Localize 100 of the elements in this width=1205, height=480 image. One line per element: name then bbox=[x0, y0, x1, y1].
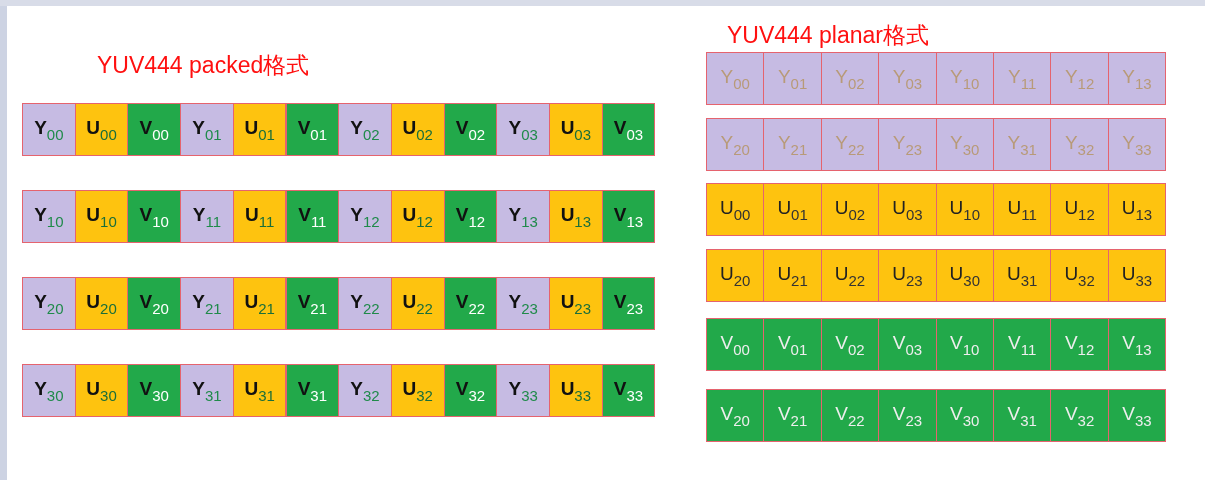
pixel-cell bbox=[338, 103, 392, 156]
pixel-cell bbox=[338, 190, 392, 243]
component-label: U$_{10}$ bbox=[86, 203, 117, 230]
pixel-cell bbox=[74, 103, 129, 156]
component-label: V$_{12}$ bbox=[455, 203, 486, 230]
pixel-cell bbox=[285, 103, 340, 156]
pixel-cell bbox=[549, 103, 603, 156]
pixel-cell bbox=[706, 318, 765, 371]
component-label: U$_{01}$ bbox=[244, 116, 275, 143]
pixel-cell bbox=[601, 364, 656, 417]
pixel-cell bbox=[935, 389, 994, 442]
component-label: U$_{20}$ bbox=[720, 262, 751, 289]
pixel-cell bbox=[22, 103, 76, 156]
component-label: U$_{32}$ bbox=[1064, 262, 1095, 289]
component-label: U$_{03}$ bbox=[560, 116, 592, 143]
component-label: U$_{21}$ bbox=[244, 290, 275, 317]
pixel-cell bbox=[763, 389, 822, 442]
component-label: U$_{30}$ bbox=[86, 377, 117, 404]
component-label: Y$_{30}$ bbox=[34, 377, 64, 404]
component-label: Y$_{00}$ bbox=[34, 116, 64, 143]
pixel-cell bbox=[820, 183, 880, 236]
component-label: Y$_{22}$ bbox=[835, 131, 865, 158]
component-label: V$_{13}$ bbox=[1122, 331, 1152, 358]
component-label: Y$_{12}$ bbox=[1064, 65, 1095, 92]
component-label: V$_{21}$ bbox=[777, 402, 808, 429]
format-heading: YUV444 packed格式 bbox=[97, 51, 310, 80]
pixel-cell bbox=[549, 364, 603, 417]
pixel-cell bbox=[820, 52, 880, 105]
pixel-cell bbox=[127, 103, 182, 156]
pixel-cell bbox=[763, 183, 822, 236]
pixel-cell bbox=[993, 318, 1052, 371]
component-label: V$_{30}$ bbox=[950, 402, 980, 429]
pixel-cell bbox=[935, 183, 994, 236]
component-label: U$_{22}$ bbox=[834, 262, 866, 289]
component-label: Y$_{11}$ bbox=[192, 203, 222, 230]
pixel-cell bbox=[496, 190, 550, 243]
component-label: U$_{33}$ bbox=[1121, 262, 1153, 289]
pixel-cell bbox=[549, 277, 603, 330]
component-label: Y$_{13}$ bbox=[508, 203, 538, 230]
component-label: V$_{10}$ bbox=[950, 331, 980, 358]
pixel-cell bbox=[1107, 389, 1167, 442]
component-label: Y$_{13}$ bbox=[1122, 65, 1152, 92]
pixel-cell bbox=[763, 249, 822, 302]
component-label: V$_{22}$ bbox=[835, 402, 865, 429]
pixel-cell bbox=[706, 389, 765, 442]
pixel-cell bbox=[285, 364, 340, 417]
pixel-cell bbox=[496, 277, 550, 330]
component-label: U$_{13}$ bbox=[1121, 196, 1153, 223]
pixel-cell bbox=[1050, 389, 1109, 442]
component-label: Y$_{30}$ bbox=[950, 131, 980, 158]
component-label: Y$_{23}$ bbox=[508, 290, 538, 317]
component-label: U$_{20}$ bbox=[86, 290, 117, 317]
component-label: U$_{33}$ bbox=[560, 377, 592, 404]
component-label: U$_{13}$ bbox=[560, 203, 592, 230]
component-label: Y$_{21}$ bbox=[192, 290, 222, 317]
component-label: V$_{20}$ bbox=[139, 290, 169, 317]
pixel-cell bbox=[180, 103, 234, 156]
component-label: Y$_{32}$ bbox=[350, 377, 380, 404]
component-label: V$_{33}$ bbox=[1122, 402, 1152, 429]
component-label: V$_{32}$ bbox=[455, 377, 486, 404]
pixel-cell bbox=[1050, 118, 1109, 171]
pixel-cell bbox=[285, 277, 340, 330]
pixel-cell bbox=[390, 103, 445, 156]
pixel-cell bbox=[878, 52, 937, 105]
component-label: Y$_{00}$ bbox=[720, 65, 750, 92]
component-label: Y$_{01}$ bbox=[777, 65, 808, 92]
component-label: U$_{31}$ bbox=[244, 377, 275, 404]
pixel-cell bbox=[706, 118, 765, 171]
pixel-cell bbox=[993, 389, 1052, 442]
pixel-cell bbox=[127, 277, 182, 330]
pixel-cell bbox=[1107, 118, 1167, 171]
component-label: U$_{12}$ bbox=[402, 203, 433, 230]
component-label: U$_{10}$ bbox=[949, 196, 980, 223]
pixel-cell bbox=[763, 52, 822, 105]
pixel-cell bbox=[878, 118, 937, 171]
pixel-cell bbox=[549, 190, 603, 243]
component-label: U$_{31}$ bbox=[1007, 262, 1038, 289]
component-label: V$_{31}$ bbox=[297, 377, 328, 404]
pixel-cell bbox=[127, 364, 182, 417]
component-label: V$_{23}$ bbox=[613, 290, 644, 317]
component-label: Y$_{12}$ bbox=[350, 203, 380, 230]
pixel-cell bbox=[601, 277, 656, 330]
pixel-cell bbox=[935, 118, 994, 171]
component-label: U$_{11}$ bbox=[1007, 196, 1037, 223]
pixel-cell bbox=[1050, 183, 1109, 236]
pixel-cell bbox=[74, 364, 129, 417]
component-label: V$_{10}$ bbox=[139, 203, 169, 230]
pixel-cell bbox=[820, 389, 880, 442]
pixel-cell bbox=[601, 103, 656, 156]
pixel-cell bbox=[878, 318, 937, 371]
pixel-cell bbox=[878, 183, 937, 236]
component-label: V$_{03}$ bbox=[892, 331, 923, 358]
component-label: U$_{21}$ bbox=[777, 262, 808, 289]
component-label: V$_{32}$ bbox=[1064, 402, 1095, 429]
pixel-cell bbox=[443, 364, 498, 417]
component-label: V$_{31}$ bbox=[1007, 402, 1037, 429]
pixel-cell bbox=[74, 190, 129, 243]
component-label: Y$_{32}$ bbox=[1064, 131, 1095, 158]
pixel-cell bbox=[993, 118, 1052, 171]
pixel-cell bbox=[706, 183, 765, 236]
